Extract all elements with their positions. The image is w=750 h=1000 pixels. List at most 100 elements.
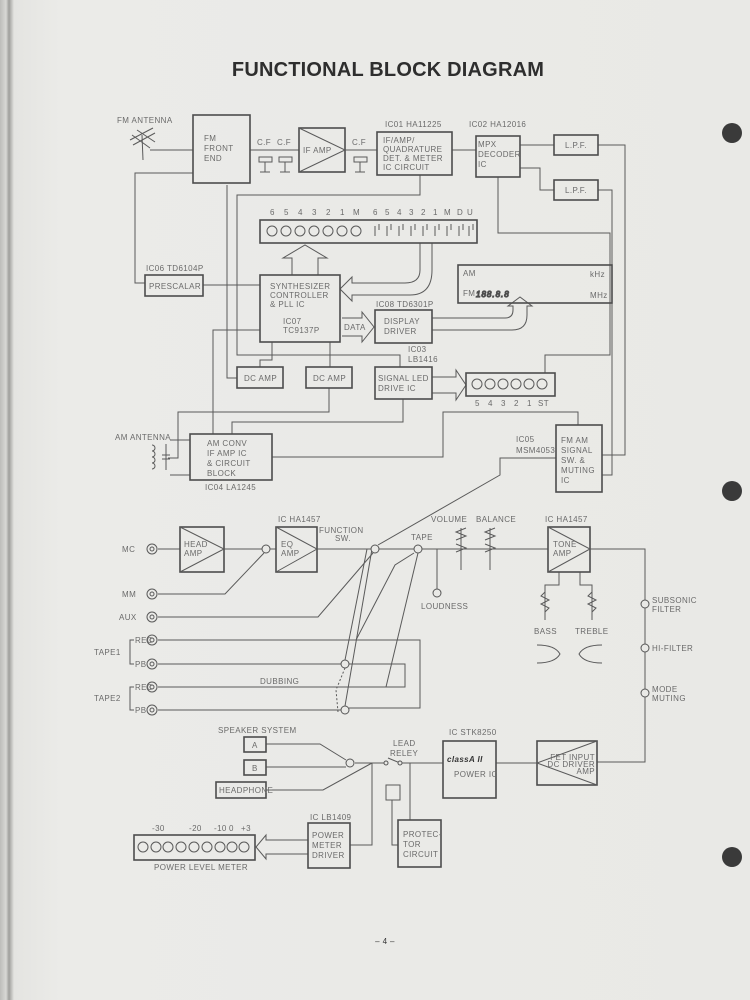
ic-label: MSM4053	[516, 446, 555, 455]
signal-led-bar	[465, 372, 556, 397]
block-label: HEADPHONE	[219, 786, 273, 795]
jack-label-rec: REC	[135, 683, 153, 692]
signal-led-drive-block	[374, 366, 433, 400]
block-label: CONTROLLER	[270, 291, 329, 300]
preset-label: D	[457, 208, 463, 217]
block-label: BLOCK	[207, 469, 236, 478]
block-label: MPX	[478, 140, 497, 149]
lpf-block	[553, 134, 599, 156]
preset-label: 4	[298, 208, 303, 217]
block-label: IF AMP IC	[207, 449, 247, 458]
block-label: IC CIRCUIT	[383, 163, 430, 172]
power-meter-leds	[137, 841, 250, 853]
function-switch-label: SW.	[335, 534, 351, 543]
block-label: TOR	[403, 840, 421, 849]
block-label: EQ	[281, 540, 293, 549]
treble-label: TREBLE	[575, 627, 609, 636]
block-label: AM CONV	[207, 439, 247, 448]
block-label: SW. &	[561, 456, 585, 465]
preset-label: 4	[397, 208, 402, 217]
block-label: HEAD	[184, 540, 208, 549]
preset-label: 3	[312, 208, 317, 217]
meter-scale-label: -20	[189, 824, 202, 833]
meter-scale-label: -30	[152, 824, 165, 833]
block-label: MUTING	[561, 466, 595, 475]
power-ic-block	[442, 740, 497, 799]
display-driver-block	[374, 309, 433, 344]
block-label: AMP	[281, 549, 300, 558]
tape1-label: TAPE1	[94, 648, 121, 657]
ic-label: IC03	[408, 345, 427, 354]
binder-hole	[722, 481, 742, 501]
frequency-display	[457, 264, 613, 304]
preset-label: 1	[433, 208, 438, 217]
preset-label: 6	[270, 208, 275, 217]
power-level-meter-label: POWER LEVEL METER	[154, 863, 248, 872]
block-label: DISPLAY	[384, 317, 420, 326]
speaker-a-block	[243, 736, 267, 753]
jack-label-aux: AUX	[119, 613, 137, 622]
ic-label: IC HA1457	[278, 515, 321, 524]
block-label: END	[204, 154, 222, 163]
tape-switch-label: TAPE	[411, 533, 433, 542]
led-label: 4	[488, 399, 493, 408]
power-level-meter	[133, 834, 256, 861]
ic-label: IC04 LA1245	[205, 483, 256, 492]
block-label: METER	[312, 841, 342, 850]
ic-label: IC STK8250	[449, 728, 497, 737]
data-arrow-label: DATA	[344, 323, 366, 332]
loudness-label: LOUDNESS	[421, 602, 468, 611]
block-label: B	[252, 764, 258, 773]
cf-label: C.F	[277, 138, 291, 147]
hi-filter-label: HI-FILTER	[652, 644, 693, 653]
block-label: FRONT	[204, 144, 234, 153]
ic02-block	[475, 135, 521, 178]
block-label: DRIVER	[384, 327, 417, 336]
jack-label-pb: PB	[135, 706, 146, 715]
led-label: 1	[527, 399, 532, 408]
block-label: IC	[478, 160, 487, 169]
protector-circuit-block	[397, 819, 442, 868]
display-khz-unit: kHz	[590, 270, 605, 279]
wiring-amp	[129, 527, 646, 861]
preset-label: 6	[373, 208, 378, 217]
lead-relay-label: RELEY	[390, 749, 418, 758]
jack-label-pb: PB	[135, 660, 146, 669]
dc-amp-block	[236, 366, 284, 389]
am-antenna-label: AM ANTENNA	[115, 433, 171, 442]
mode-muting-label: MODE	[652, 685, 678, 694]
display-fm-indicator: FM	[463, 289, 475, 298]
block-label: FM AM	[561, 436, 588, 445]
display-mhz-unit: MHz	[590, 291, 608, 300]
block-label: IF/AMP/	[383, 136, 415, 145]
ic-label: LB1416	[408, 355, 438, 364]
binder-hole	[722, 123, 742, 143]
block-label: DET. & METER	[383, 154, 443, 163]
bass-label: BASS	[534, 627, 557, 636]
block-label: DRIVE IC	[378, 384, 416, 393]
cf-label: C.F	[257, 138, 271, 147]
block-label: PRESCALAR	[149, 282, 201, 291]
ic-label: IC02 HA12016	[469, 120, 526, 129]
block-label: DC AMP	[244, 374, 277, 383]
led-label: 2	[514, 399, 519, 408]
block-label: AMP	[184, 549, 203, 558]
meter-scale-label: 0	[229, 824, 234, 833]
led-label: 5	[475, 399, 480, 408]
ic01-block	[376, 131, 453, 176]
ic-label: IC HA1457	[545, 515, 588, 524]
block-label: SYNTHESIZER	[270, 282, 330, 291]
block-label: & CIRCUIT	[207, 459, 251, 468]
speaker-system-label: SPEAKER SYSTEM	[218, 726, 297, 735]
preset-label: 5	[385, 208, 390, 217]
dc-amp-block	[305, 366, 353, 389]
meter-scale-label: -10	[214, 824, 227, 833]
block-label: AMP	[576, 767, 595, 776]
fm-front-end-block	[192, 114, 251, 184]
cf-label: C.F	[352, 138, 366, 147]
ic-label: IC07	[283, 317, 302, 326]
block-label: FET INPUT	[550, 753, 595, 762]
mode-muting-label: MUTING	[652, 694, 686, 703]
